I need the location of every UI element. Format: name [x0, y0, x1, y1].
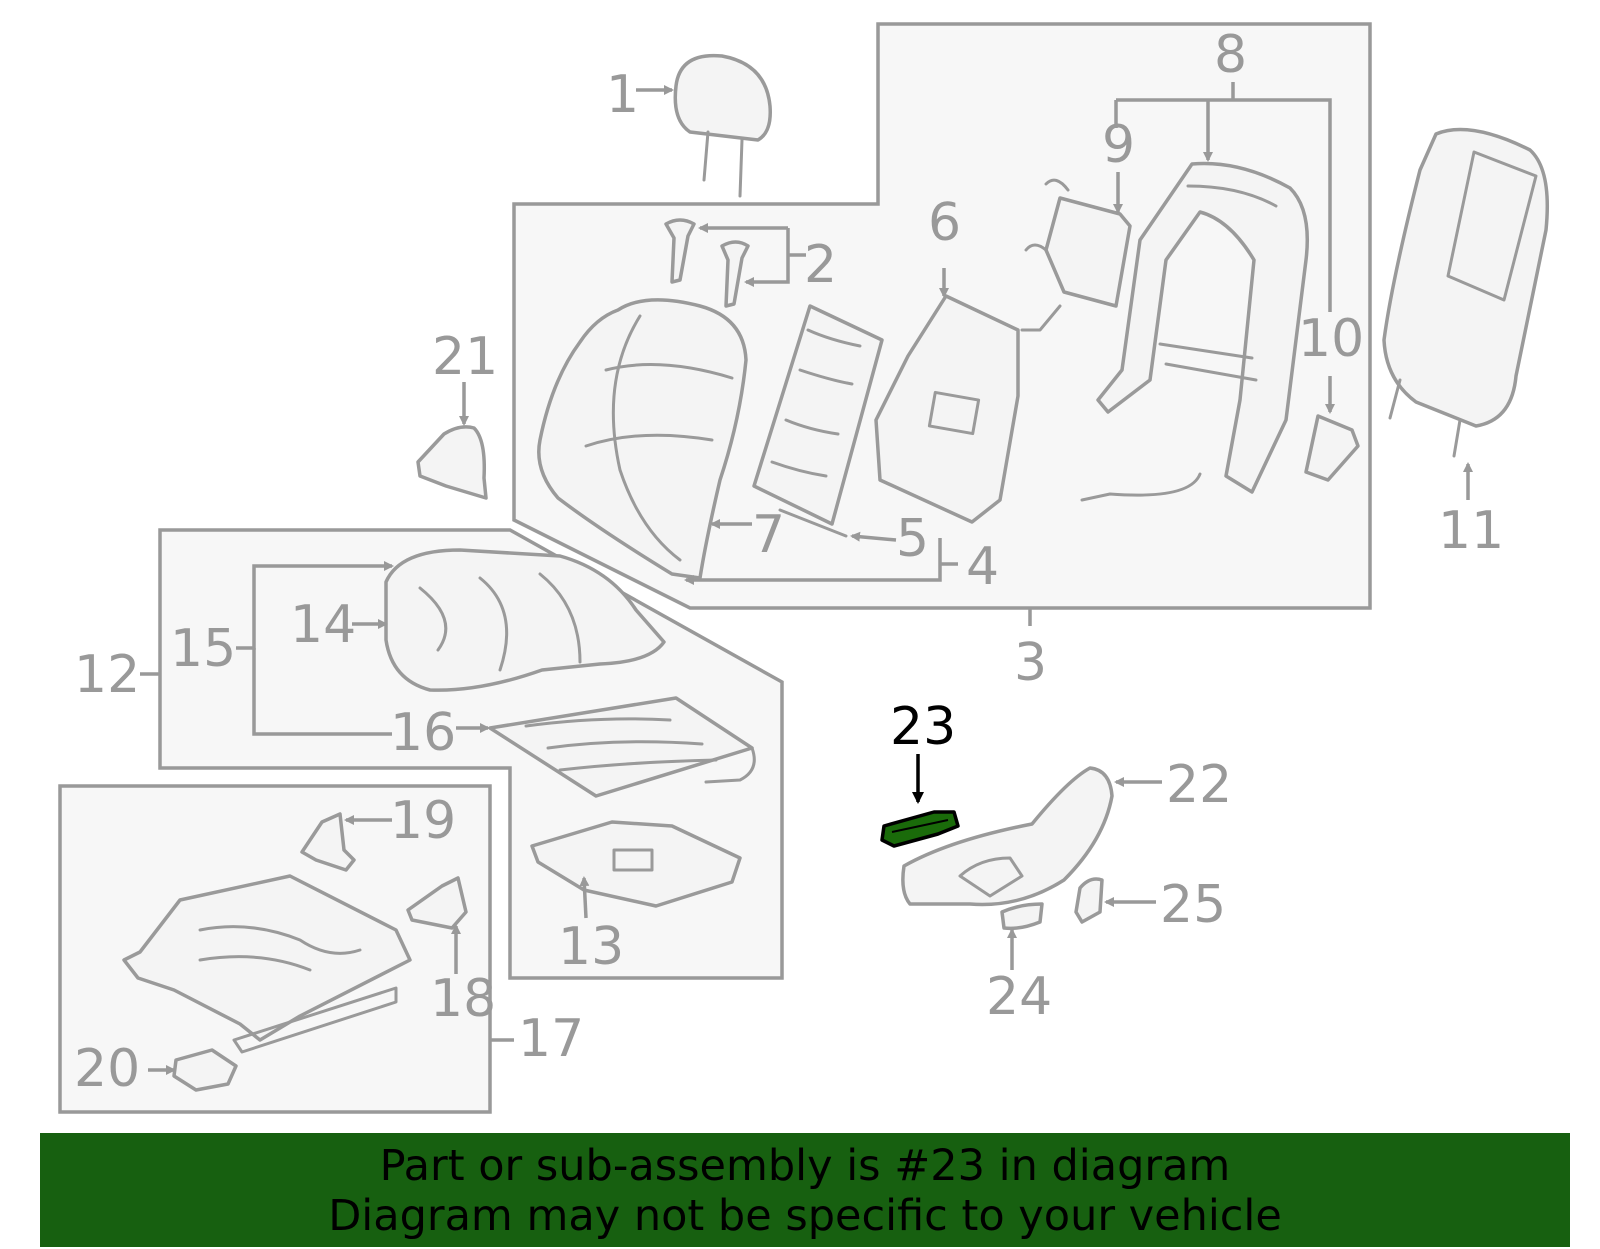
seat-frame-part[interactable] [122, 874, 412, 1054]
recliner-part[interactable] [1304, 414, 1360, 482]
headrest-part[interactable] [673, 53, 772, 198]
callout-6: 6 [928, 193, 961, 253]
callout-17: 17 [518, 1009, 584, 1069]
callout-20: 20 [74, 1039, 140, 1099]
lever-knob-part[interactable] [1074, 877, 1104, 924]
callout-1: 1 [606, 65, 639, 125]
seatback-frame-part[interactable] [1080, 161, 1310, 502]
trim-cover-part[interactable] [416, 425, 488, 500]
callout-16: 16 [390, 703, 456, 763]
callout-22: 22 [1166, 755, 1232, 815]
callout-13: 13 [558, 917, 624, 977]
lumbar-support-part[interactable] [1020, 178, 1132, 332]
power-seat-switch-part[interactable] [880, 810, 960, 848]
callout-18: 18 [430, 969, 496, 1029]
callout-labels: 1 2 3 4 5 6 7 8 9 10 11 12 13 14 15 16 1… [74, 25, 1504, 1099]
seatback-cover-part[interactable] [537, 298, 748, 580]
callout-23: 23 [890, 697, 956, 757]
callout-19: 19 [390, 791, 456, 851]
callout-9: 9 [1102, 115, 1135, 175]
callout-4: 4 [966, 537, 999, 597]
side-shield-part[interactable] [901, 766, 1114, 907]
control-module-part[interactable] [172, 1048, 238, 1092]
callout-14: 14 [290, 595, 356, 655]
callout-10: 10 [1298, 309, 1364, 369]
headrest-guide-parts[interactable] [664, 218, 750, 308]
knob-part[interactable] [1000, 902, 1044, 931]
seatback-heater-part[interactable] [752, 304, 884, 538]
callout-21: 21 [432, 327, 498, 387]
callout-5: 5 [896, 509, 929, 569]
callout-11: 11 [1438, 501, 1504, 561]
seatback-rear-panel-part[interactable] [1382, 127, 1550, 458]
callout-24: 24 [986, 967, 1052, 1027]
callout-25: 25 [1160, 875, 1226, 935]
banner-line-2: Diagram may not be specific to your vehi… [328, 1191, 1282, 1241]
cushion-heater-part[interactable] [488, 696, 756, 798]
callout-3: 3 [1014, 633, 1047, 693]
callout-15: 15 [170, 619, 236, 679]
banner-line-1: Part or sub-assembly is #23 in diagram [379, 1141, 1231, 1191]
callout-12: 12 [74, 645, 140, 705]
callout-7: 7 [752, 505, 785, 565]
cushion-cover-part[interactable] [384, 548, 666, 692]
callout-8: 8 [1214, 25, 1247, 85]
bracket-part[interactable] [300, 812, 356, 872]
part-info-banner: Part or sub-assembly is #23 in diagram D… [40, 1133, 1570, 1247]
leader-lines [140, 82, 1473, 1075]
seatback-pad-part[interactable] [874, 294, 1020, 524]
callout-2: 2 [804, 235, 837, 295]
